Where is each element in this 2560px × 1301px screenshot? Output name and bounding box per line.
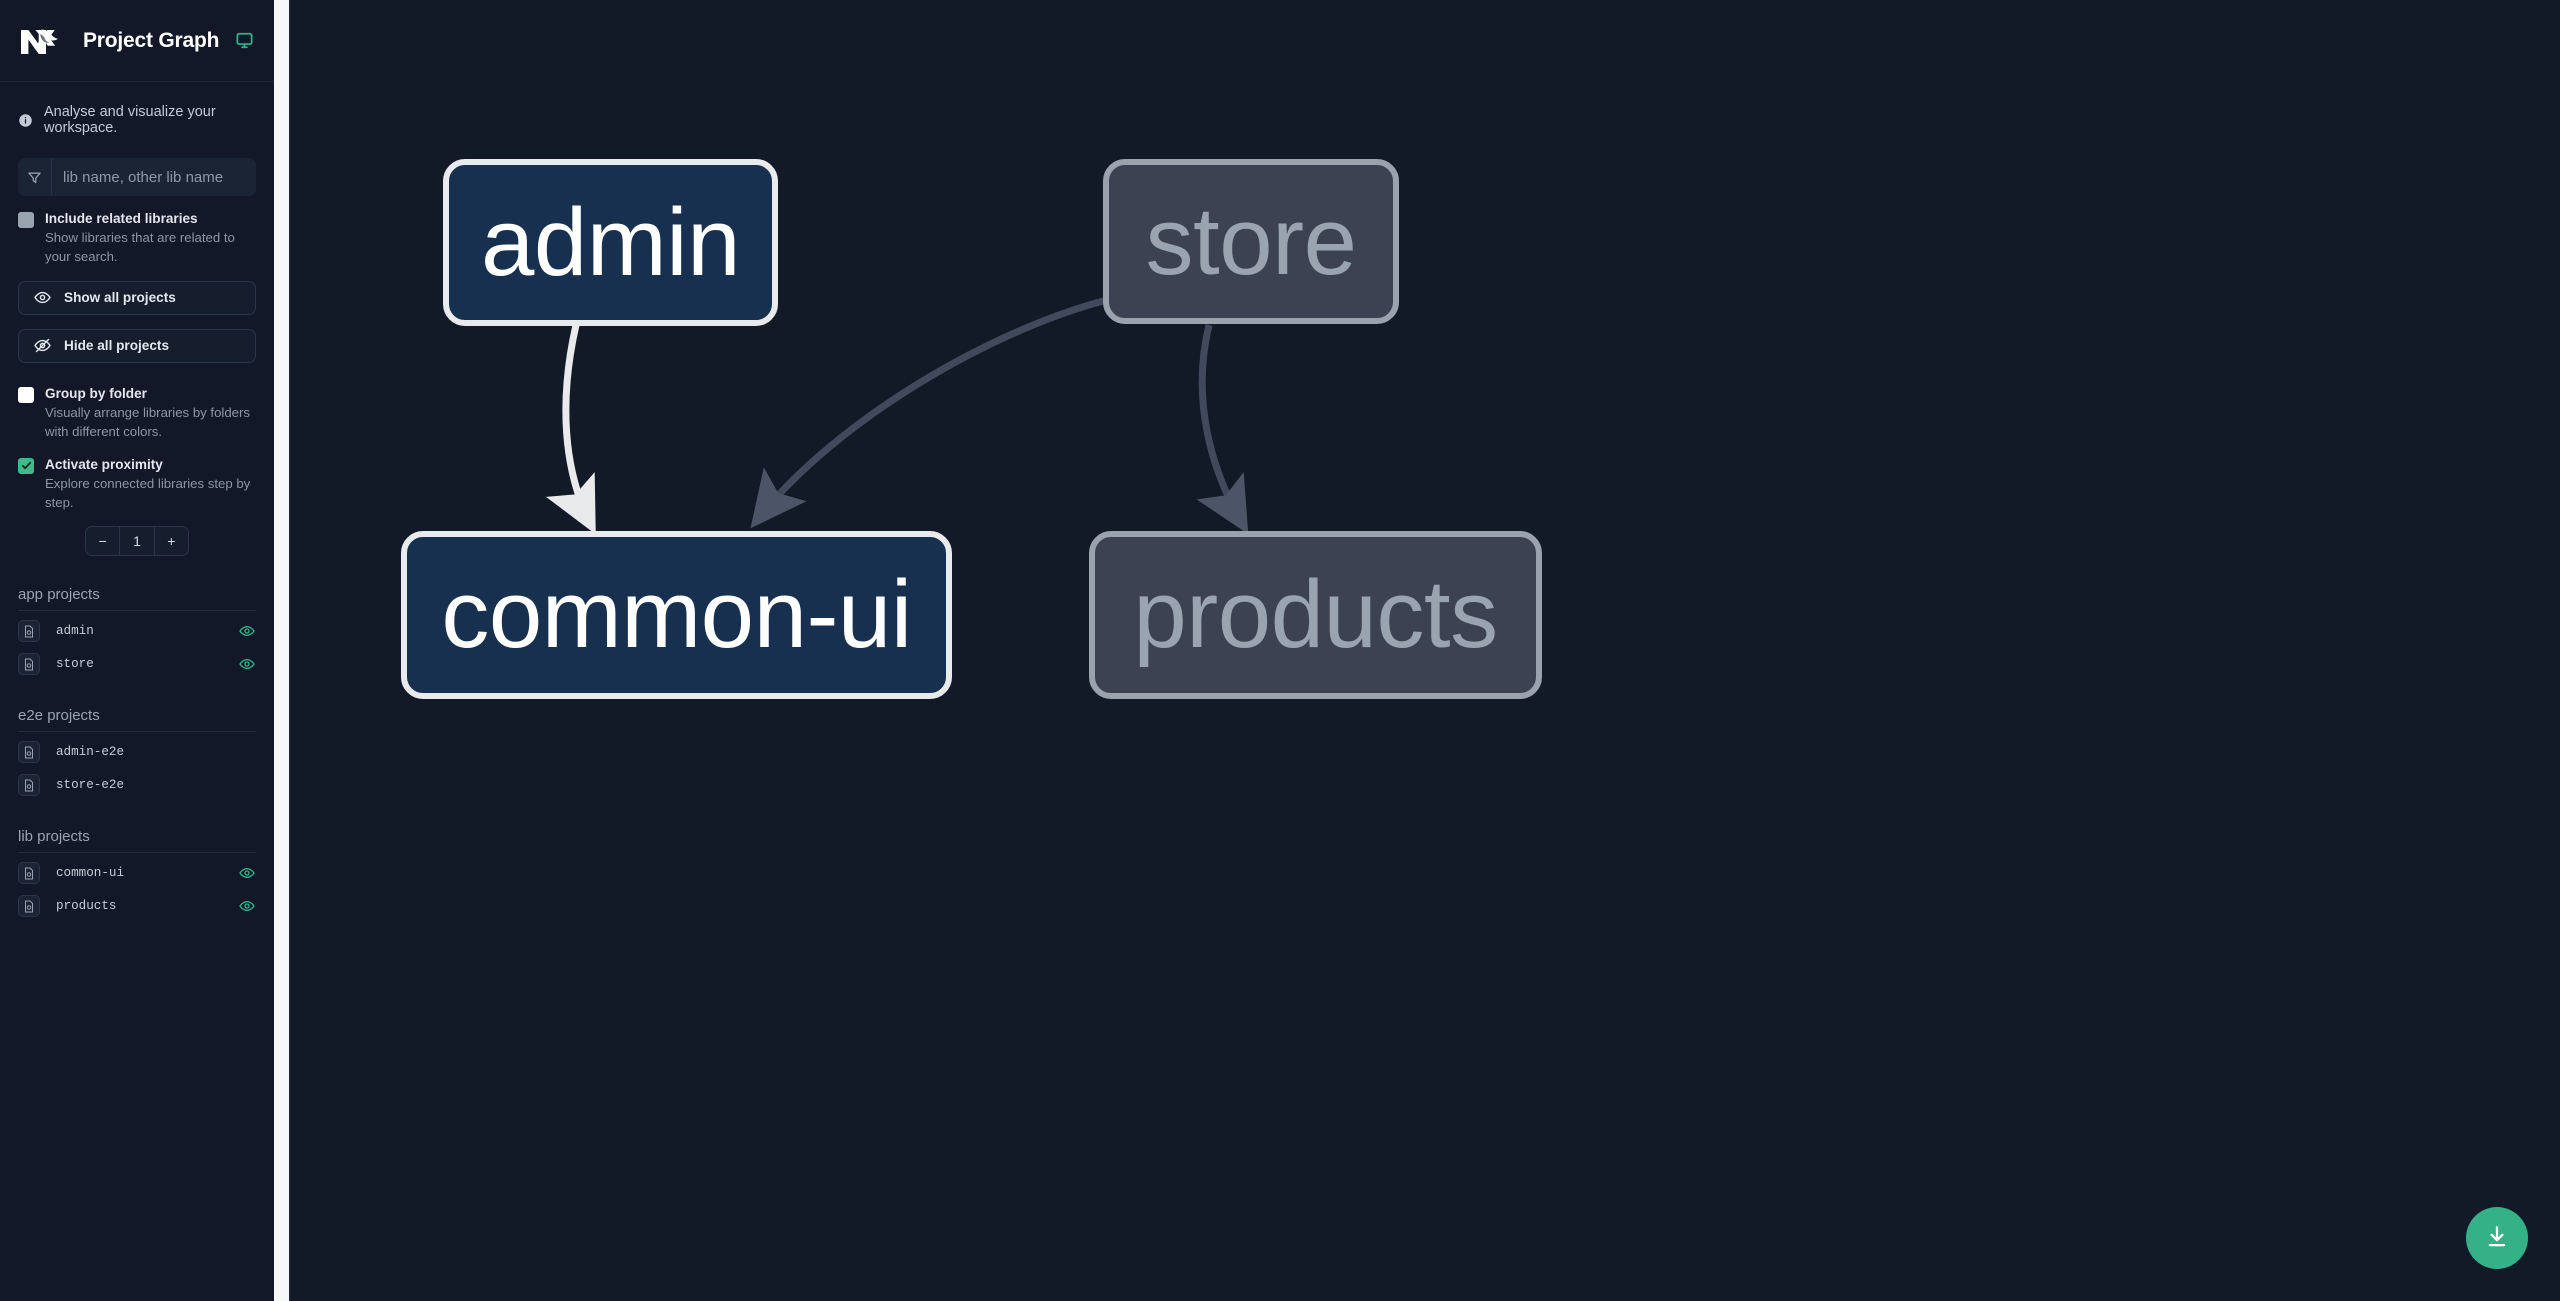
graph-node-store[interactable]: store (1103, 159, 1399, 324)
option-label: Group by folder (45, 385, 147, 401)
sidebar-divider (289, 0, 291, 1301)
proximity-increment-button[interactable]: + (167, 533, 176, 550)
project-row-store[interactable]: store (18, 651, 256, 677)
project-name: admin-e2e (56, 745, 125, 760)
activate-proximity-checkbox[interactable] (18, 457, 34, 474)
info-icon (18, 113, 34, 128)
group-title-e2e-projects: e2e projects (18, 707, 256, 733)
project-name: common-ui (56, 866, 125, 881)
download-button[interactable] (2466, 1207, 2528, 1269)
proximity-stepper[interactable]: − 1 + (85, 526, 189, 557)
sidebar-scrollbar[interactable] (274, 0, 289, 1301)
graph-canvas[interactable]: admin store common-ui products (291, 0, 2560, 1301)
graph-edges (546, 296, 1249, 535)
graph-node-label: store (1145, 187, 1357, 295)
graph-node-label: common-ui (441, 561, 912, 668)
filter-icon (18, 158, 52, 196)
project-name: store-e2e (56, 778, 125, 793)
sidebar-subtitle: Analyse and visualize your workspace. (0, 82, 274, 136)
option-description: Explore connected libraries step by step… (45, 475, 251, 510)
option-label: Include related libraries (45, 211, 198, 226)
option-activate-proximity[interactable]: Activate proximity Explore connected lib… (0, 442, 274, 513)
project-name: products (56, 899, 117, 914)
project-visibility-eye-icon[interactable] (238, 623, 256, 639)
group-title-app-projects: app projects (18, 586, 256, 612)
project-visibility-eye-icon[interactable] (238, 898, 256, 914)
eye-off-icon (34, 337, 52, 354)
project-name: store (56, 657, 94, 672)
proximity-value: 1 (120, 527, 155, 556)
edge-store-to-products (1196, 324, 1249, 535)
option-include-related-libraries[interactable]: Include related libraries Show libraries… (0, 196, 274, 267)
project-file-icon (18, 862, 40, 885)
monitor-icon[interactable] (235, 31, 254, 50)
page-title: Project Graph (83, 28, 220, 52)
project-visibility-eye-icon[interactable] (238, 656, 256, 672)
search-input[interactable] (52, 158, 256, 196)
show-all-projects-button[interactable]: Show all projects (18, 280, 256, 315)
hide-all-projects-label: Hide all projects (64, 338, 170, 354)
graph-node-admin[interactable]: admin (443, 159, 778, 326)
sidebar-header: Project Graph (0, 0, 274, 82)
group-by-folder-checkbox[interactable] (18, 386, 34, 403)
project-row-admin-e2e[interactable]: admin-e2e (18, 739, 256, 765)
proximity-decrement-button[interactable]: − (86, 527, 121, 556)
project-row-products[interactable]: products (18, 893, 256, 919)
project-name: admin (56, 624, 94, 639)
search-field[interactable] (18, 158, 256, 196)
project-file-icon (18, 895, 40, 918)
sidebar-subtitle-text: Analyse and visualize your workspace. (44, 104, 216, 136)
edge-admin-to-common-ui (546, 324, 596, 535)
group-title-lib-projects: lib projects (18, 828, 256, 854)
option-description: Visually arrange libraries by folders wi… (45, 405, 250, 439)
project-file-icon (18, 774, 40, 797)
option-description: Show libraries that are related to your … (45, 230, 235, 265)
project-visibility-eye-icon[interactable] (238, 865, 256, 881)
project-row-common-ui[interactable]: common-ui (18, 860, 256, 886)
graph-node-label: products (1133, 561, 1498, 668)
option-label: Activate proximity (45, 456, 163, 472)
graph-node-products[interactable]: products (1089, 531, 1542, 699)
project-row-admin[interactable]: admin (18, 618, 256, 644)
hide-all-projects-button[interactable]: Hide all projects (18, 328, 256, 363)
option-group-by-folder[interactable]: Group by folder Visually arrange librari… (0, 363, 274, 442)
project-file-icon (18, 620, 40, 643)
project-file-icon (18, 741, 40, 764)
eye-icon (34, 289, 52, 306)
include-related-libraries-checkbox[interactable] (18, 212, 34, 228)
sidebar: Project Graph Analy (0, 0, 274, 1301)
edge-store-to-common-ui (750, 296, 1108, 529)
show-all-projects-label: Show all projects (64, 290, 176, 306)
download-icon (2484, 1224, 2510, 1253)
project-row-store-e2e[interactable]: store-e2e (18, 772, 256, 798)
project-file-icon (18, 653, 40, 676)
graph-node-label: admin (481, 188, 740, 296)
graph-node-common-ui[interactable]: common-ui (401, 531, 952, 699)
nx-logo (18, 22, 64, 60)
